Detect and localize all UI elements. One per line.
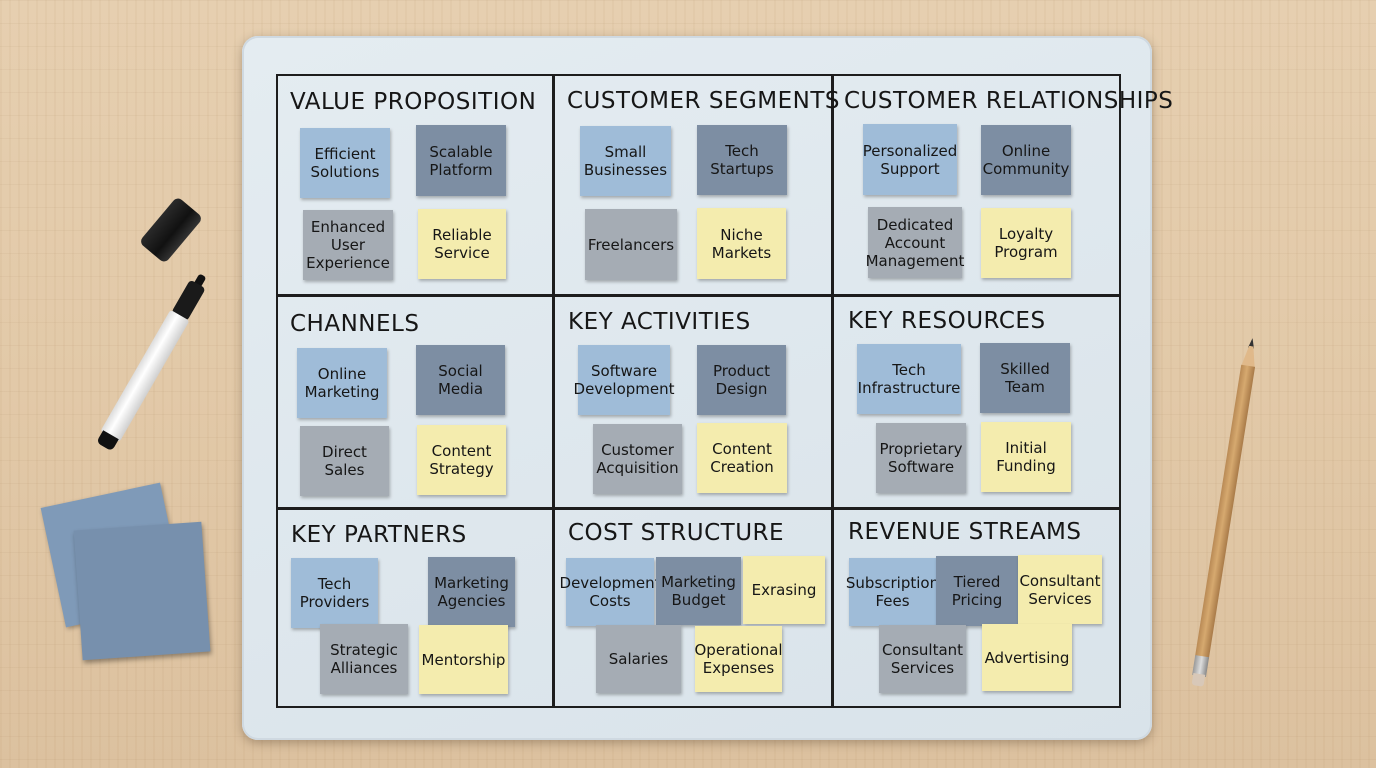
- sticky-note: Tech Startups: [697, 125, 787, 195]
- sticky-note: Content Creation: [697, 423, 787, 493]
- cell-title: COST STRUCTURE: [568, 520, 785, 546]
- sticky-note: Proprietary Software: [876, 423, 966, 493]
- cell-title: KEY RESOURCES: [848, 308, 1046, 334]
- sticky-note: Direct Sales: [300, 426, 389, 496]
- sticky-note: Freelancers: [585, 209, 677, 280]
- whiteboard-marker: [93, 270, 212, 454]
- sticky-note: Scalable Platform: [416, 125, 506, 196]
- sticky-note: Salaries: [596, 625, 681, 693]
- sticky-note: Skilled Team: [980, 343, 1070, 413]
- sticky-note: Small Businesses: [580, 126, 671, 196]
- sticky-note: Online Community: [981, 125, 1071, 195]
- sticky-note: Operational Expenses: [695, 626, 783, 692]
- sticky-note: Development Costs: [560, 558, 661, 626]
- sticky-note: Marketing Budget: [656, 557, 741, 625]
- sticky-note: Reliable Service: [418, 209, 506, 279]
- cell-title: VALUE PROPOSITION: [290, 89, 537, 115]
- sticky-note: Tiered Pricing: [936, 556, 1018, 626]
- cell-title: CUSTOMER SEGMENTS: [567, 88, 840, 114]
- sticky-note: Social Media: [416, 345, 505, 415]
- sticky-note: Consultant Services: [879, 625, 966, 693]
- sticky-note: Online Marketing: [297, 348, 387, 418]
- sticky-note: Marketing Agencies: [428, 557, 515, 627]
- cell-title: CUSTOMER RELATIONSHIPS: [844, 88, 1174, 114]
- sticky-note: Niche Markets: [697, 208, 786, 279]
- pencil: [1191, 337, 1260, 687]
- cell-title: CHANNELS: [290, 311, 420, 337]
- sticky-note: Mentorship: [419, 625, 508, 694]
- cell-title: KEY ACTIVITIES: [568, 309, 751, 335]
- sticky-note: Exrasing: [743, 556, 825, 624]
- sticky-note: Personalized Support: [863, 124, 957, 195]
- sticky-note: Subscription Fees: [846, 558, 939, 626]
- sticky-note-pad: [73, 521, 211, 661]
- sticky-note: Tech Providers: [291, 558, 378, 628]
- sticky-note: Content Strategy: [417, 425, 506, 495]
- sticky-note: Loyalty Program: [981, 208, 1071, 278]
- sticky-note: Enhanced User Experience: [303, 210, 393, 280]
- grid-divider-vertical: [552, 74, 555, 708]
- sticky-note: Tech Infrastructure: [857, 344, 961, 414]
- sticky-note: Advertising: [982, 624, 1072, 691]
- sticky-note: Dedicated Account Management: [866, 207, 964, 278]
- marker-cap: [138, 196, 204, 264]
- sticky-note: Software Development: [574, 345, 675, 415]
- sticky-note: Consultant Services: [1018, 555, 1102, 624]
- sticky-note: Product Design: [697, 345, 786, 415]
- sticky-note: Efficient Solutions: [300, 128, 390, 198]
- cell-title: KEY PARTNERS: [291, 522, 467, 548]
- grid-divider-vertical: [831, 74, 834, 708]
- sticky-note: Customer Acquisition: [593, 424, 682, 494]
- grid-divider-horizontal: [276, 507, 1121, 510]
- grid-divider-horizontal: [276, 294, 1121, 297]
- canvas-grid: [276, 74, 1121, 708]
- cell-title: REVENUE STREAMS: [848, 519, 1082, 545]
- sticky-note: Initial Funding: [981, 422, 1071, 492]
- sticky-note: Strategic Alliances: [320, 624, 408, 694]
